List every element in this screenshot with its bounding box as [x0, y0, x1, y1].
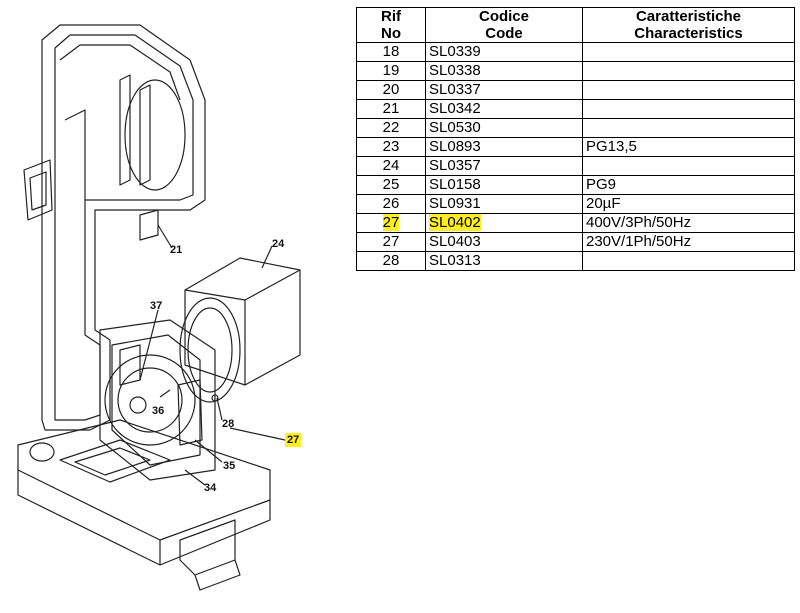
- lower-wheel-housing: [99, 319, 216, 481]
- lower-wheel: [104, 354, 196, 446]
- callout-34: 34: [204, 482, 217, 494]
- band-saw-exploded-diagram: [17, 24, 301, 591]
- frame-column: [41, 24, 206, 431]
- blade-guide: [23, 159, 53, 221]
- callout-27: 27: [285, 433, 302, 447]
- callout-35: 35: [223, 460, 236, 472]
- callout-28: 28: [222, 418, 235, 430]
- callout-21: 21: [170, 244, 183, 256]
- callout-37: 37: [150, 300, 163, 312]
- base-frame: [17, 419, 271, 541]
- motor: [184, 257, 301, 386]
- callout-36: 36: [152, 405, 165, 417]
- callout-24: 24: [272, 238, 285, 250]
- motor-flange: [179, 297, 241, 403]
